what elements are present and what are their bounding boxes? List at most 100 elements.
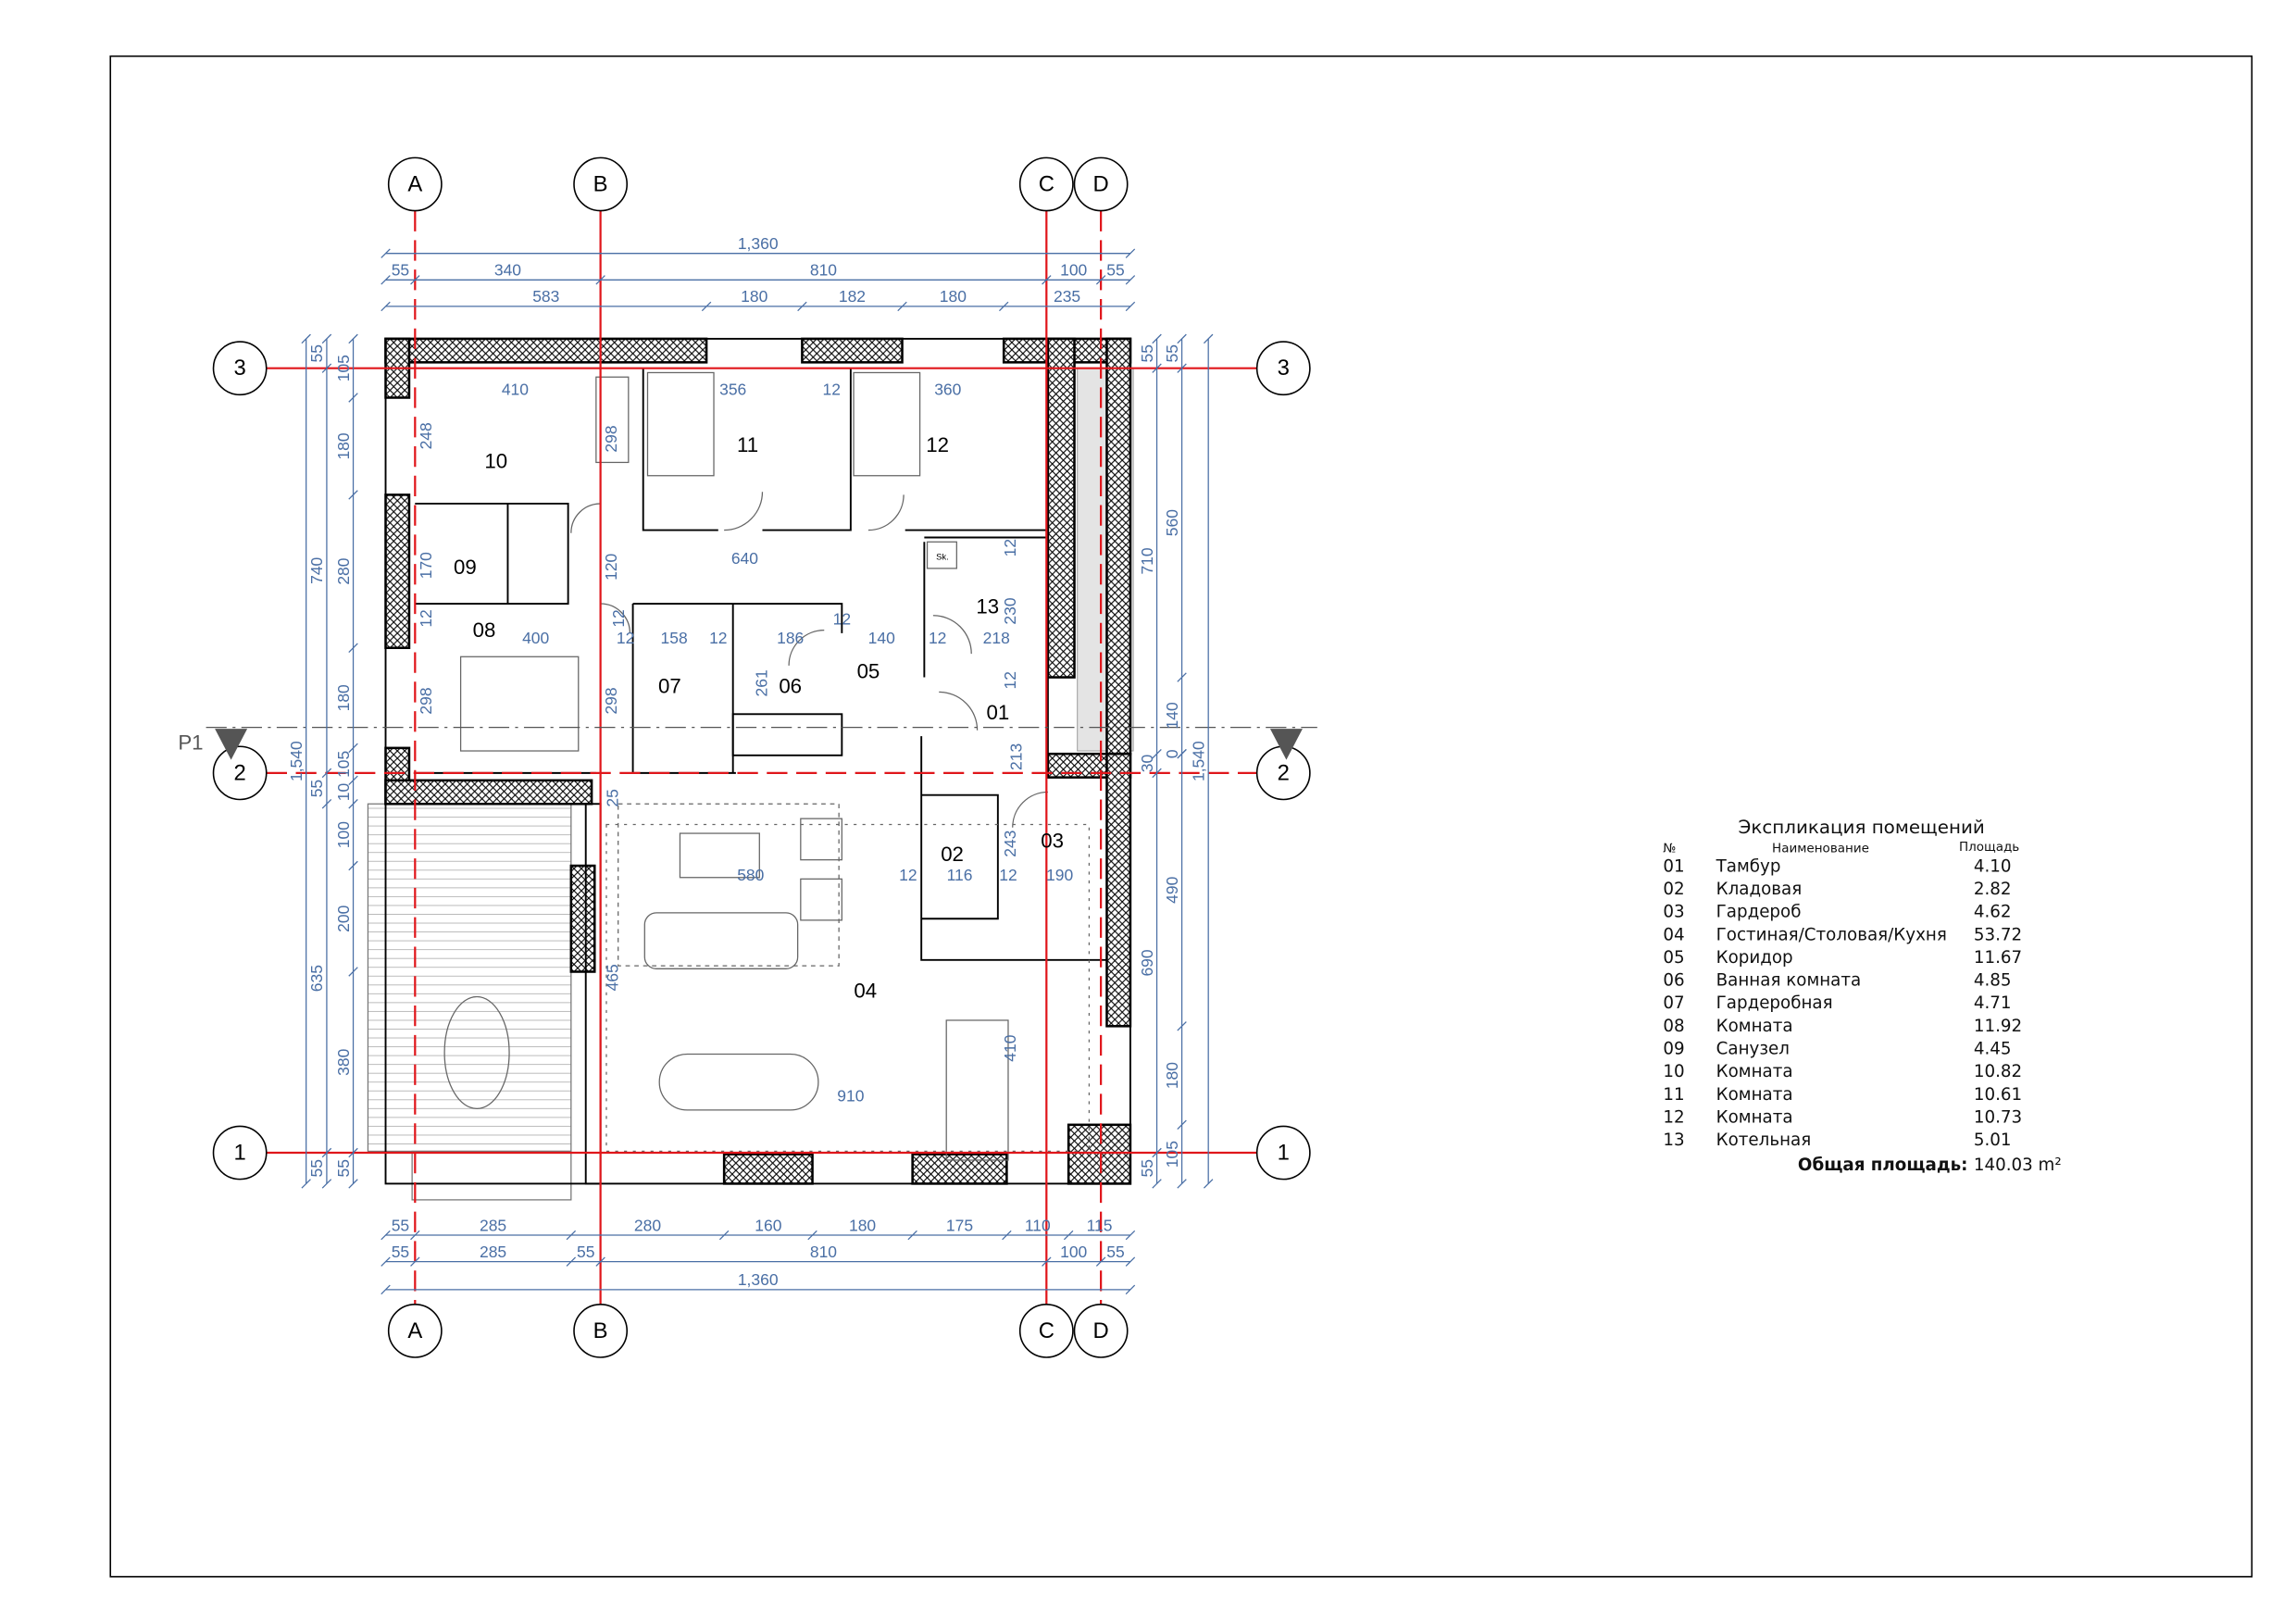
dim-value: 810 xyxy=(810,1243,837,1261)
dim-value: 55 xyxy=(307,344,326,362)
room-name: Ванная комната xyxy=(1716,971,1862,991)
interior-dim: 213 xyxy=(1006,743,1025,770)
section-label: P1 xyxy=(178,731,203,754)
dim-tick xyxy=(348,643,358,653)
dim-tick xyxy=(897,301,907,312)
interior-dim: 248 xyxy=(417,422,435,449)
dim-value: 100 xyxy=(334,821,353,848)
room-number-08: 08 xyxy=(473,618,496,642)
dim-value: 285 xyxy=(480,1243,506,1261)
dim-tick xyxy=(381,1230,391,1241)
dim-value: 110 xyxy=(1025,1216,1051,1234)
axis-label-3: 3 xyxy=(1278,356,1290,381)
room-name: Комната xyxy=(1716,1107,1793,1127)
axis-label-C: C xyxy=(1039,171,1054,196)
dim-tick xyxy=(1125,1256,1136,1267)
axis-bubble-3 xyxy=(212,341,268,396)
dim-value: 55 xyxy=(1138,1159,1156,1177)
dim-tick xyxy=(348,1179,358,1189)
dim-tick xyxy=(1177,1179,1187,1189)
interior-dim: 230 xyxy=(1001,597,1019,624)
dim-value: 810 xyxy=(810,261,837,280)
dim-value: 115 xyxy=(1087,1216,1113,1234)
dim-tick xyxy=(348,490,358,500)
dim-value: 55 xyxy=(1106,261,1124,280)
dim-tick xyxy=(321,333,332,344)
dim-tick xyxy=(1203,333,1214,344)
explication-title: Экспликация помещений xyxy=(1738,817,1984,838)
section-mark: P1 xyxy=(178,726,1317,760)
room-area: 4.62 xyxy=(1974,903,2012,922)
room-name: Котельная xyxy=(1716,1131,1812,1150)
interior-dim: 12 xyxy=(617,629,634,647)
dim-value: 560 xyxy=(1163,509,1181,536)
interior-dim: 12 xyxy=(1001,539,1019,556)
dim-tick xyxy=(301,1179,311,1189)
dim-tick xyxy=(381,1256,391,1267)
room-area: 4.71 xyxy=(1974,993,2012,1013)
axis-bubble-A xyxy=(387,1303,443,1358)
interior-dim: 640 xyxy=(731,549,758,568)
axis-bubble-D xyxy=(1073,156,1129,212)
dim-value: 180 xyxy=(1163,1062,1181,1089)
dim-tick xyxy=(1125,1284,1136,1295)
dim-tick xyxy=(321,363,332,373)
terrace xyxy=(367,803,572,1153)
room-number-01: 01 xyxy=(986,701,1009,724)
axis-label-2: 2 xyxy=(1278,760,1290,785)
interior-dim: 360 xyxy=(934,380,961,398)
dim-value: 235 xyxy=(1054,287,1080,306)
dim-value: 380 xyxy=(334,1048,353,1075)
axis-bubble-B xyxy=(573,156,629,212)
axis-label-D: D xyxy=(1093,171,1109,196)
axis-label-1: 1 xyxy=(233,1141,245,1166)
interior-dim: 243 xyxy=(1001,831,1019,857)
interior-dim: 12 xyxy=(999,866,1017,884)
interior-dim: 298 xyxy=(602,687,620,714)
dim-value: 635 xyxy=(307,965,326,992)
dim-value: 280 xyxy=(334,557,353,584)
dim-tick xyxy=(1125,248,1136,258)
section-arrow-left xyxy=(215,729,248,760)
explication-table: Экспликация помещений № Наименование Пло… xyxy=(1663,817,2061,1175)
room-no: 08 xyxy=(1663,1017,1684,1036)
interior-dim: 12 xyxy=(609,609,628,627)
dim-tick xyxy=(1125,1230,1136,1241)
room-no: 13 xyxy=(1663,1131,1684,1150)
interior-dim: 158 xyxy=(661,629,688,647)
room-number-03: 03 xyxy=(1041,830,1064,853)
room-name: Гардероб xyxy=(1716,903,1802,922)
room-number-10: 10 xyxy=(484,449,507,472)
dim-tick xyxy=(410,1256,420,1267)
dim-tick xyxy=(321,1179,332,1189)
room-no: 12 xyxy=(1663,1107,1684,1127)
dim-tick xyxy=(701,301,712,312)
dim-value: 280 xyxy=(634,1216,661,1234)
room-no: 02 xyxy=(1663,880,1684,899)
section-arrow-right xyxy=(1269,729,1303,760)
room-number-09: 09 xyxy=(454,556,477,579)
room-number-04: 04 xyxy=(854,980,877,1003)
interior-dim: 261 xyxy=(752,669,770,696)
dim-tick xyxy=(1152,768,1162,779)
axis-bubble-C xyxy=(1018,156,1074,212)
dim-tick xyxy=(348,799,358,809)
dim-value: 690 xyxy=(1138,949,1156,976)
axis-label-1: 1 xyxy=(1278,1141,1290,1166)
room-no: 10 xyxy=(1663,1062,1684,1081)
interior-dim: 218 xyxy=(983,629,1010,647)
room-area: 11.67 xyxy=(1974,948,2022,968)
interior-dim: 12 xyxy=(929,629,946,647)
dim-tick xyxy=(797,301,807,312)
dim-value: 55 xyxy=(392,1243,409,1261)
dim-tick xyxy=(410,275,420,285)
room-no: 01 xyxy=(1663,856,1684,876)
room-no: 06 xyxy=(1663,971,1684,991)
dim-tick xyxy=(807,1230,817,1241)
